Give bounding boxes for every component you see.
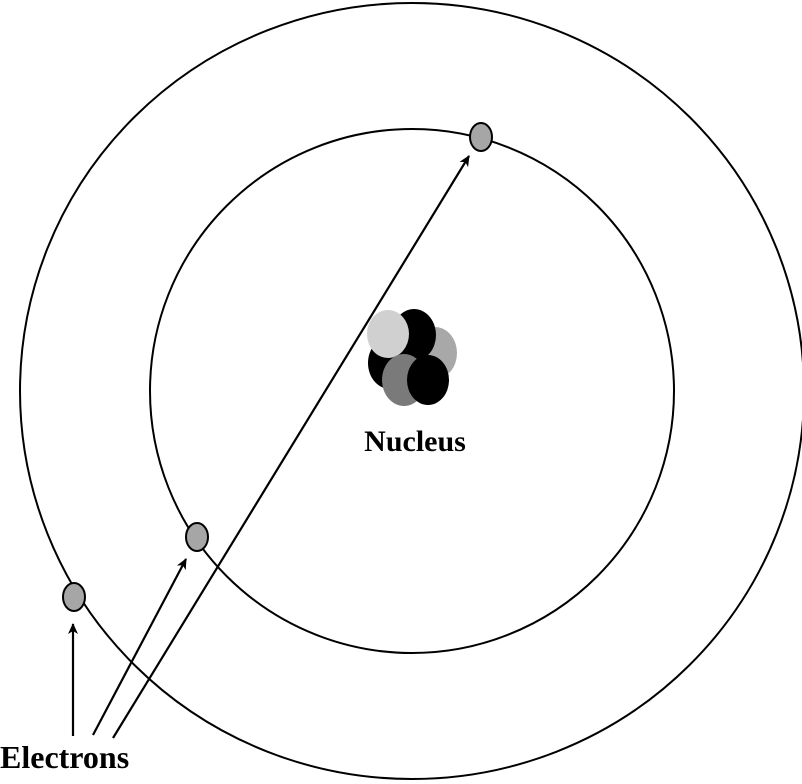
- electron-arrow-middle: [93, 559, 186, 735]
- nucleus-particle: [367, 310, 409, 358]
- electron-inner-upper: [470, 123, 492, 151]
- nucleus-particle: [407, 355, 449, 405]
- electron-inner-lower: [186, 523, 208, 551]
- electrons-label: Electrons: [0, 739, 129, 775]
- nucleus-label: Nucleus: [364, 425, 466, 458]
- nucleus-icon: [367, 309, 457, 406]
- electron-outer: [63, 583, 85, 611]
